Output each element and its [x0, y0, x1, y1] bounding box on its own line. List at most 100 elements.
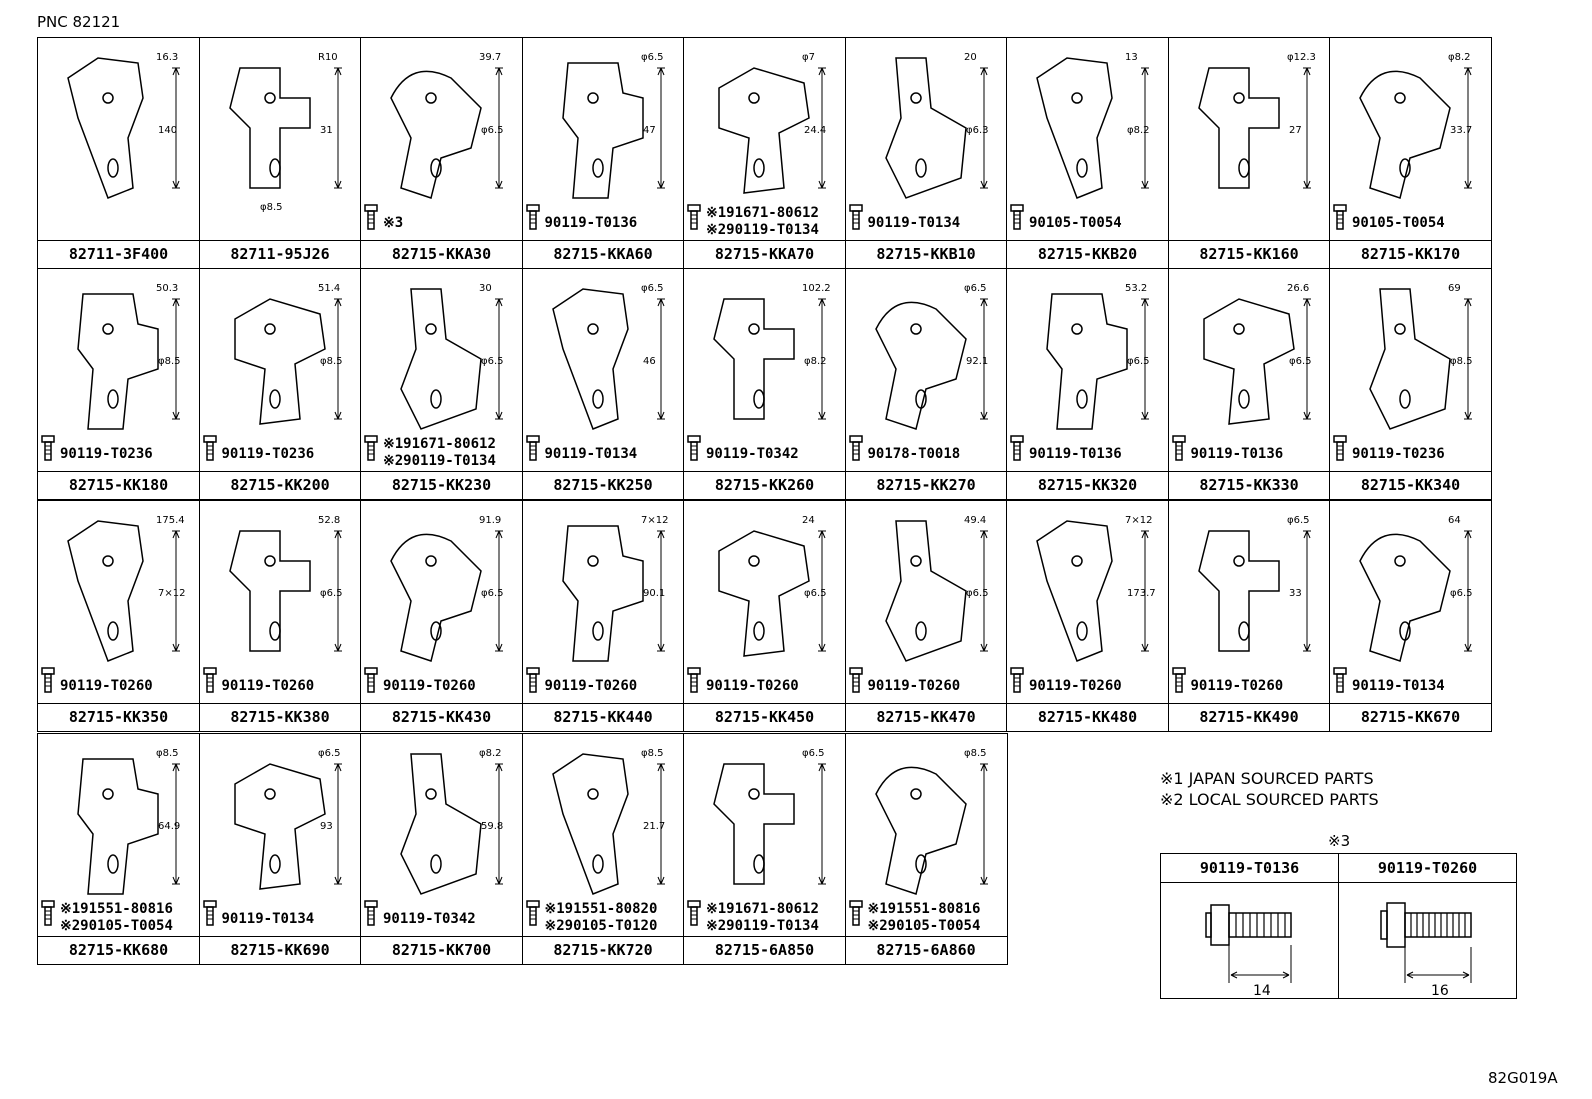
bolt-part-number[interactable]: 90119-T0134 [221, 911, 315, 927]
part-number[interactable]: 82711-95J26 [199, 240, 361, 268]
part-number[interactable]: 82715-KKA60 [522, 240, 684, 268]
bolt-part-number[interactable]: ※290119-T0134 [383, 453, 496, 469]
bolt-part-number[interactable]: 90105-T0054 [1029, 215, 1122, 231]
bolt-part-number[interactable]: ※290119-T0134 [706, 918, 819, 934]
part-number[interactable]: 82715-KK340 [1330, 471, 1491, 499]
part-number[interactable]: 82715-KK230 [361, 471, 522, 499]
bolt-part-number[interactable]: 90119-T0236 [60, 446, 153, 462]
bolt-part-number[interactable]: ※191671-80612 [706, 205, 819, 221]
bolt-part-number[interactable]: ※191551-80820 [544, 901, 658, 917]
part-number[interactable]: 82715-KK690 [199, 936, 361, 964]
bolt-part-number[interactable]: 90119-T0260 [544, 678, 638, 694]
part-number[interactable]: 82715-KK700 [361, 936, 522, 964]
bolt-part-number[interactable]: ※3 [383, 215, 404, 231]
part-number[interactable]: 82715-KK270 [845, 471, 1007, 499]
bolt-part-number[interactable]: 90178-T0018 [867, 446, 961, 462]
bolt-part-number[interactable]: 90119-T0260 [383, 678, 476, 694]
part-number[interactable]: 82715-KK670 [1330, 703, 1491, 731]
part-number[interactable]: 82715-6A860 [845, 936, 1007, 964]
bolt-part-number[interactable]: 90119-T0260 [706, 678, 799, 694]
bolt-part-number[interactable]: 90119-T0236 [1352, 446, 1445, 462]
bolt-table-header[interactable]: 90119-T0136 [1161, 854, 1338, 883]
bolt-part-number[interactable]: ※290119-T0134 [706, 222, 819, 238]
bolt-part-number[interactable]: 90105-T0054 [1352, 215, 1445, 231]
part-number[interactable]: 82715-KK250 [522, 471, 684, 499]
part-number[interactable]: 82715-KK470 [845, 703, 1007, 731]
part-number[interactable]: 82715-KK320 [1007, 471, 1168, 499]
bolt-part-number[interactable]: 90119-T0260 [1029, 678, 1122, 694]
part-number[interactable]: 82715-KK180 [38, 471, 199, 499]
part-number[interactable]: 82715-KKA70 [684, 240, 845, 268]
part-number[interactable]: 82715-KK480 [1007, 703, 1168, 731]
part-number[interactable]: 82715-KKB20 [1007, 240, 1168, 268]
bolt-part-number[interactable]: 90119-T0134 [1352, 678, 1445, 694]
bolt-part-number[interactable]: ※191551-80816 [867, 901, 981, 917]
part-number[interactable]: 82715-KKA30 [361, 240, 522, 268]
part-number[interactable]: 82715-KK440 [522, 703, 684, 731]
bolt-part-number[interactable]: 90119-T0260 [60, 678, 153, 694]
bolt-part-number[interactable]: 90119-T0136 [1190, 446, 1284, 462]
bolt-part-number[interactable]: ※290105-T0054 [867, 918, 981, 934]
bolt-part-number[interactable]: 90119-T0260 [1190, 678, 1284, 694]
bolt-part-number[interactable]: ※191551-80816 [60, 901, 173, 917]
part-number[interactable]: 82715-KK350 [38, 703, 199, 731]
bolt-part-number[interactable]: ※191671-80612 [383, 436, 496, 452]
part-number[interactable]: 82711-3F400 [38, 240, 199, 268]
part-number[interactable]: 82715-KKB10 [845, 240, 1007, 268]
part-number[interactable]: 82715-KK260 [684, 471, 845, 499]
bolt-part-number[interactable]: ※191671-80612 [706, 901, 819, 917]
bolt-table-header[interactable]: 90119-T0260 [1339, 854, 1516, 883]
part-number[interactable]: 82715-KK680 [38, 936, 199, 964]
part-number[interactable]: 82715-KK170 [1330, 240, 1491, 268]
part-number[interactable]: 82715-KK430 [361, 703, 522, 731]
part-number[interactable]: 82715-KK720 [522, 936, 684, 964]
part-number[interactable]: 82715-KK160 [1168, 240, 1330, 268]
part-number[interactable]: 82715-KK490 [1168, 703, 1330, 731]
bolt-part-number[interactable]: 90119-T0260 [221, 678, 315, 694]
bolt-part-number[interactable]: 90119-T0134 [544, 446, 638, 462]
bolt-part-number[interactable]: 90119-T0134 [867, 215, 961, 231]
part-number[interactable]: 82715-KK330 [1168, 471, 1330, 499]
bolt-part-number[interactable]: ※290105-T0120 [544, 918, 658, 934]
bolt-part-number[interactable]: 90119-T0236 [221, 446, 315, 462]
bolt-part-number[interactable]: 90119-T0260 [867, 678, 961, 694]
part-number[interactable]: 82715-KK450 [684, 703, 845, 731]
bolt-part-number[interactable]: 90119-T0136 [1029, 446, 1122, 462]
bolt-part-number[interactable]: ※290105-T0054 [60, 918, 173, 934]
bolt-part-number[interactable]: 90119-T0342 [706, 446, 799, 462]
part-number[interactable]: 82715-KK200 [199, 471, 361, 499]
part-number[interactable]: 82715-6A850 [684, 936, 845, 964]
